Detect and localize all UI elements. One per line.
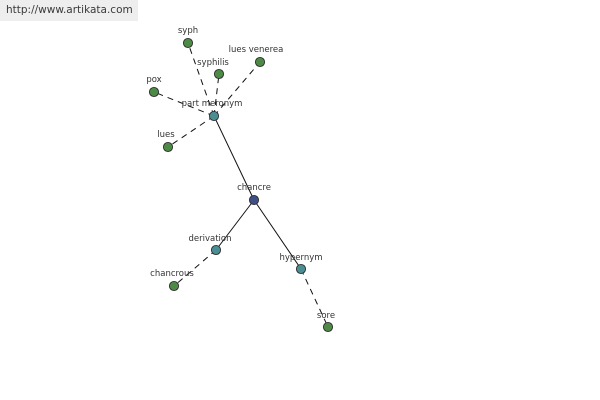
edge-chancre-hypernym <box>253 199 302 270</box>
url-banner[interactable]: http://www.artikata.com <box>0 0 138 21</box>
label-sore: sore <box>317 311 335 321</box>
node-chancre[interactable] <box>248 194 260 206</box>
node-derivation[interactable] <box>210 244 222 256</box>
label-pox: pox <box>146 75 161 85</box>
edge-derivation-chancrous <box>173 249 217 287</box>
node-lues[interactable] <box>162 141 174 153</box>
edge-part-meronym-syph <box>187 42 215 117</box>
edge-part-meronym-syphilis <box>213 73 220 117</box>
edge-part-meronym-lues-venerea <box>213 61 261 117</box>
node-syphilis[interactable] <box>213 68 225 80</box>
label-chancrous: chancrous <box>150 269 194 279</box>
node-layer <box>148 37 334 333</box>
edge-chancre-part-meronym <box>213 115 255 201</box>
label-layer: chancre part meronym derivation hypernym syp… <box>146 26 335 321</box>
label-lues-venerea: lues venerea <box>229 45 284 55</box>
edge-part-meronym-lues <box>167 115 215 148</box>
edge-layer <box>153 42 329 328</box>
label-part-meronym: part meronym <box>182 99 243 109</box>
node-sore[interactable] <box>322 321 334 333</box>
node-part-meronym[interactable] <box>208 110 220 122</box>
edge-chancre-derivation <box>215 199 255 251</box>
label-chancre: chancre <box>237 183 271 193</box>
label-derivation: derivation <box>188 234 231 244</box>
node-pox[interactable] <box>148 86 160 98</box>
node-lues-venerea[interactable] <box>254 56 266 68</box>
node-chancrous[interactable] <box>168 280 180 292</box>
label-syphilis: syphilis <box>197 58 229 68</box>
node-syph[interactable] <box>182 37 194 49</box>
node-hypernym[interactable] <box>295 263 307 275</box>
label-lues: lues <box>157 130 175 140</box>
label-syph: syph <box>178 26 198 36</box>
label-hypernym: hypernym <box>279 253 322 263</box>
url-link[interactable]: http://www.artikata.com <box>6 4 133 16</box>
